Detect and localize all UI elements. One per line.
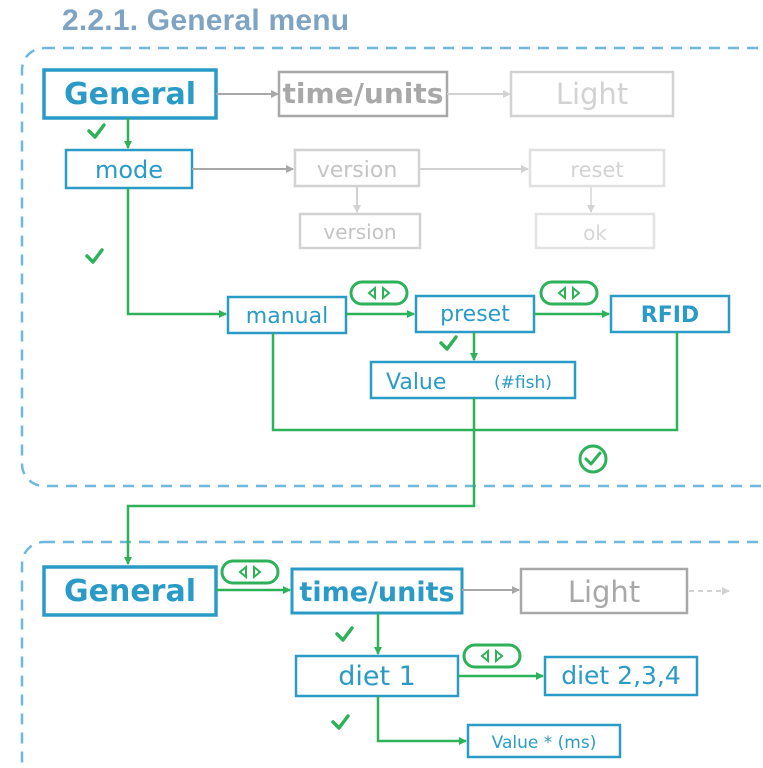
value-fish-box[interactable]: Value (#fish) — [369, 360, 577, 400]
top-general-box[interactable]: General — [42, 68, 218, 120]
top-light-label: Light — [556, 77, 628, 111]
checkmark-icon — [439, 335, 458, 351]
value-ms-box[interactable]: Value * (ms) — [466, 723, 622, 759]
preset-label: preset — [440, 302, 510, 327]
top-general-label: General — [64, 77, 196, 112]
mode-label: mode — [95, 156, 163, 184]
version-box[interactable]: version — [293, 148, 421, 188]
checkmark-icon — [87, 123, 106, 139]
scroll-wheel-icon — [539, 280, 599, 306]
rfid-label: RFID — [641, 303, 699, 328]
circle-check-icon — [578, 444, 608, 474]
reset-box[interactable]: reset — [528, 148, 666, 188]
diet234-box[interactable]: diet 2,3,4 — [543, 655, 699, 697]
top-time-units-label: time/units — [283, 77, 444, 110]
version-label: version — [317, 158, 398, 183]
bottom-light-label: Light — [568, 575, 640, 609]
manual-label: manual — [246, 304, 328, 329]
rfid-box[interactable]: RFID — [609, 294, 731, 334]
mode-box[interactable]: mode — [64, 148, 194, 190]
diet1-label: diet 1 — [338, 661, 416, 692]
section-title: 2.2.1. General menu — [62, 4, 350, 37]
top-time-units-box[interactable]: time/units — [277, 70, 449, 118]
version-sub-label: version — [323, 220, 396, 244]
bottom-time-units-label: time/units — [299, 577, 454, 608]
manual-box[interactable]: manual — [226, 295, 348, 335]
bottom-light-box[interactable]: Light — [519, 567, 689, 615]
checkmark-icon — [335, 626, 354, 642]
value-hint-label: (#fish) — [494, 373, 552, 393]
bottom-general-label: General — [64, 574, 196, 609]
reset-label: reset — [570, 158, 623, 182]
version-sub-box[interactable]: version — [298, 212, 422, 250]
scroll-wheel-icon — [349, 280, 409, 306]
value-ms-label: Value * (ms) — [492, 733, 597, 753]
scroll-wheel-icon — [462, 643, 522, 669]
reset-ok-box[interactable]: ok — [534, 212, 656, 250]
top-light-box[interactable]: Light — [509, 70, 675, 118]
preset-box[interactable]: preset — [414, 294, 536, 334]
bottom-general-box[interactable]: General — [42, 565, 218, 617]
bottom-panel-frame — [20, 540, 763, 768]
checkmark-icon — [331, 714, 350, 730]
reset-ok-label: ok — [583, 221, 607, 245]
diet1-box[interactable]: diet 1 — [294, 654, 460, 698]
value-label: Value — [386, 370, 446, 395]
bottom-time-units-box[interactable]: time/units — [290, 567, 464, 615]
scroll-wheel-icon — [220, 559, 280, 585]
diet234-label: diet 2,3,4 — [561, 661, 681, 690]
checkmark-icon — [85, 248, 104, 264]
